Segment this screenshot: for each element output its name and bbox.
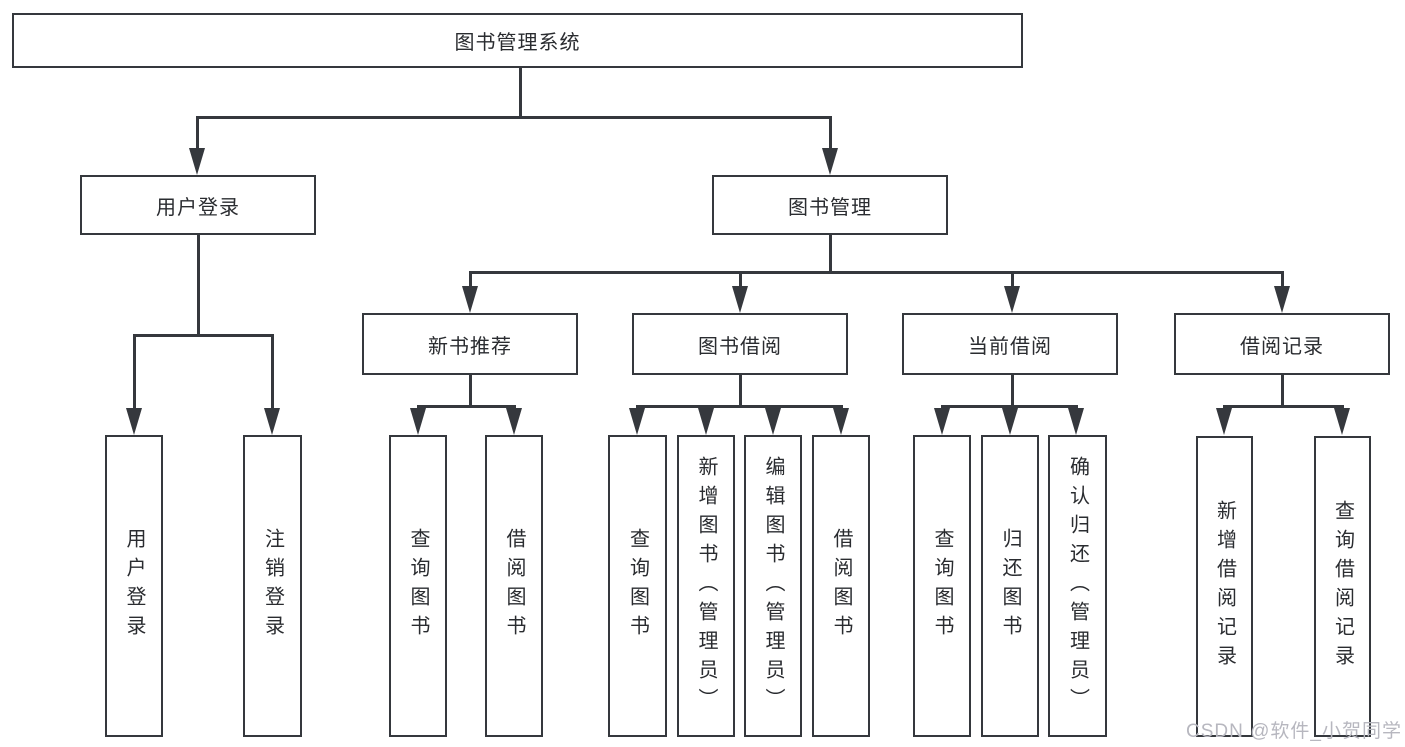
node-label: 用户登录 [156, 196, 240, 219]
leaf-add-book-admin: 新增图书（管理员） [677, 435, 735, 737]
connector-line [739, 271, 742, 295]
leaf-borrow-books: 借阅图书 [485, 435, 543, 737]
leaf-label: 注销登录 [261, 528, 284, 644]
arrow-down-icon [1004, 286, 1020, 313]
leaf-label: 查询图书 [931, 528, 953, 644]
connector-line [1011, 375, 1014, 408]
connector-line [636, 405, 843, 408]
arrow-down-icon [698, 408, 714, 435]
arrow-down-icon [410, 408, 426, 435]
arrow-down-icon [629, 408, 645, 435]
connector-line [133, 334, 274, 337]
arrow-down-icon [264, 408, 280, 435]
leaf-label: 归还图书 [999, 528, 1021, 644]
arrow-down-icon [1216, 408, 1232, 435]
leaf-edit-book-admin: 编辑图书（管理员） [744, 435, 802, 737]
node-label: 当前借阅 [968, 335, 1052, 358]
node-label: 图书借阅 [698, 335, 782, 358]
connector-line [519, 67, 522, 118]
arrow-down-icon [822, 148, 838, 175]
leaf-label: 新增借阅记录 [1213, 499, 1236, 674]
node-label: 图书管理系统 [454, 32, 581, 54]
leaf-return-books: 归还图书 [981, 435, 1039, 737]
node-library-system: 图书管理系统 [12, 13, 1023, 68]
arrow-down-icon [732, 286, 748, 313]
arrow-down-icon [1334, 408, 1350, 435]
connector-line [196, 116, 199, 160]
node-label: 新书推荐 [428, 335, 512, 358]
connector-line [196, 116, 832, 119]
leaf-query-borrow-record: 查询借阅记录 [1314, 436, 1371, 737]
leaf-logout: 注销登录 [243, 435, 302, 737]
connector-line [1281, 271, 1284, 295]
arrow-down-icon [189, 148, 205, 175]
connector-line [469, 271, 472, 295]
connector-line [469, 271, 1284, 274]
leaf-confirm-return-admin: 确认归还（管理员） [1048, 435, 1107, 737]
arrow-down-icon [506, 408, 522, 435]
leaf-query-books: 查询图书 [608, 435, 667, 737]
arrow-down-icon [934, 408, 950, 435]
csdn-watermark: CSDN @软件_小贺同学 [1186, 721, 1402, 742]
leaf-label: 新增图书（管理员） [695, 455, 717, 717]
node-book-management: 图书管理 [712, 175, 948, 235]
arrow-down-icon [833, 408, 849, 435]
node-new-book-recommend: 新书推荐 [362, 313, 578, 375]
arrow-down-icon [126, 408, 142, 435]
leaf-label: 用户登录 [123, 528, 145, 644]
leaf-query-books: 查询图书 [913, 435, 971, 737]
connector-line [1223, 405, 1344, 408]
arrow-down-icon [462, 286, 478, 313]
leaf-label: 借阅图书 [503, 528, 525, 644]
leaf-label: 查询图书 [626, 528, 649, 644]
connector-line [1011, 271, 1014, 295]
leaf-borrow-books: 借阅图书 [812, 435, 870, 737]
node-user-login: 用户登录 [80, 175, 316, 235]
node-label: 借阅记录 [1240, 335, 1324, 358]
connector-line [271, 334, 274, 412]
leaf-label: 查询借阅记录 [1331, 499, 1354, 674]
connector-line [197, 235, 200, 337]
connector-line [739, 375, 742, 408]
node-borrowing-records: 借阅记录 [1174, 313, 1390, 375]
connector-line [829, 116, 832, 160]
leaf-label: 编辑图书（管理员） [762, 455, 784, 717]
connector-line [133, 334, 136, 412]
arrow-down-icon [1002, 408, 1018, 435]
node-book-borrowing: 图书借阅 [632, 313, 848, 375]
leaf-label: 确认归还（管理员） [1066, 455, 1089, 717]
connector-line [469, 375, 472, 408]
leaf-add-borrow-record: 新增借阅记录 [1196, 436, 1253, 737]
leaf-label: 借阅图书 [830, 528, 852, 644]
leaf-label: 查询图书 [407, 528, 429, 644]
connector-line [417, 405, 516, 408]
node-label: 图书管理 [788, 196, 872, 219]
arrow-down-icon [765, 408, 781, 435]
node-current-borrowing: 当前借阅 [902, 313, 1118, 375]
leaf-query-books: 查询图书 [389, 435, 447, 737]
arrow-down-icon [1068, 408, 1084, 435]
connector-line [829, 235, 832, 274]
connector-line [1281, 375, 1284, 408]
arrow-down-icon [1274, 286, 1290, 313]
leaf-user-login: 用户登录 [105, 435, 163, 737]
